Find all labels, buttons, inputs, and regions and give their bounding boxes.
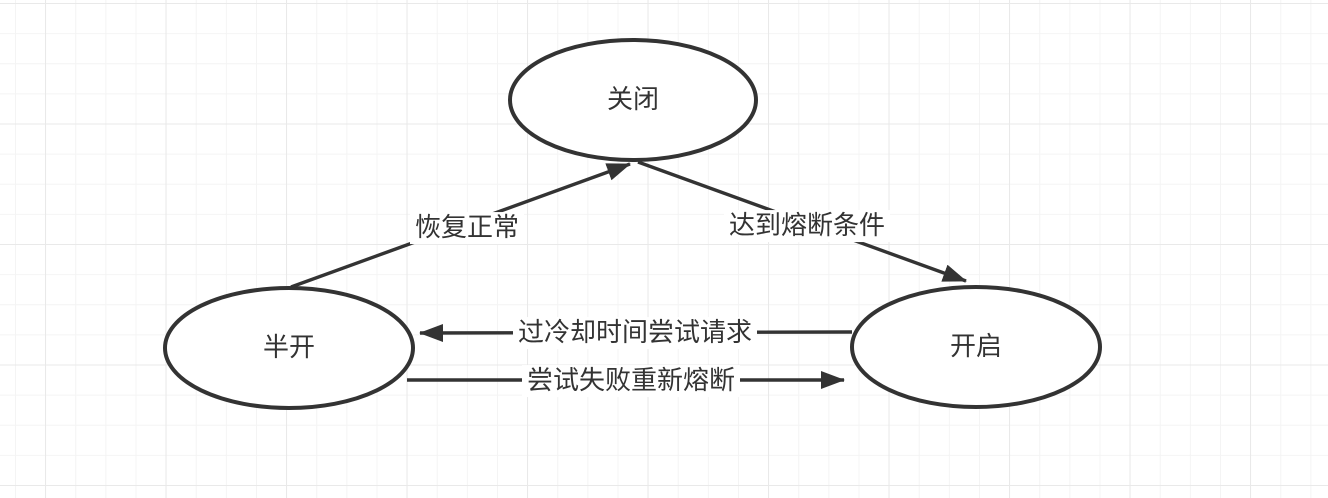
edge-trip-label[interactable]: 达到熔断条件 [723,210,891,242]
node-closed-shape[interactable] [508,38,758,162]
node-half-open-label: 半开 [262,332,316,363]
edge-recover-label[interactable]: 恢复正常 [409,212,525,244]
edge-cooldown-label[interactable]: 过冷却时间尝试请求 [512,317,758,349]
node-half-open-shape[interactable] [163,286,415,410]
node-open-label: 开启 [949,331,1003,362]
node-open-shape[interactable] [850,285,1102,409]
edge-retry-fail-label[interactable]: 尝试失败重新熔断 [521,365,741,397]
node-closed-label: 关闭 [606,84,660,115]
